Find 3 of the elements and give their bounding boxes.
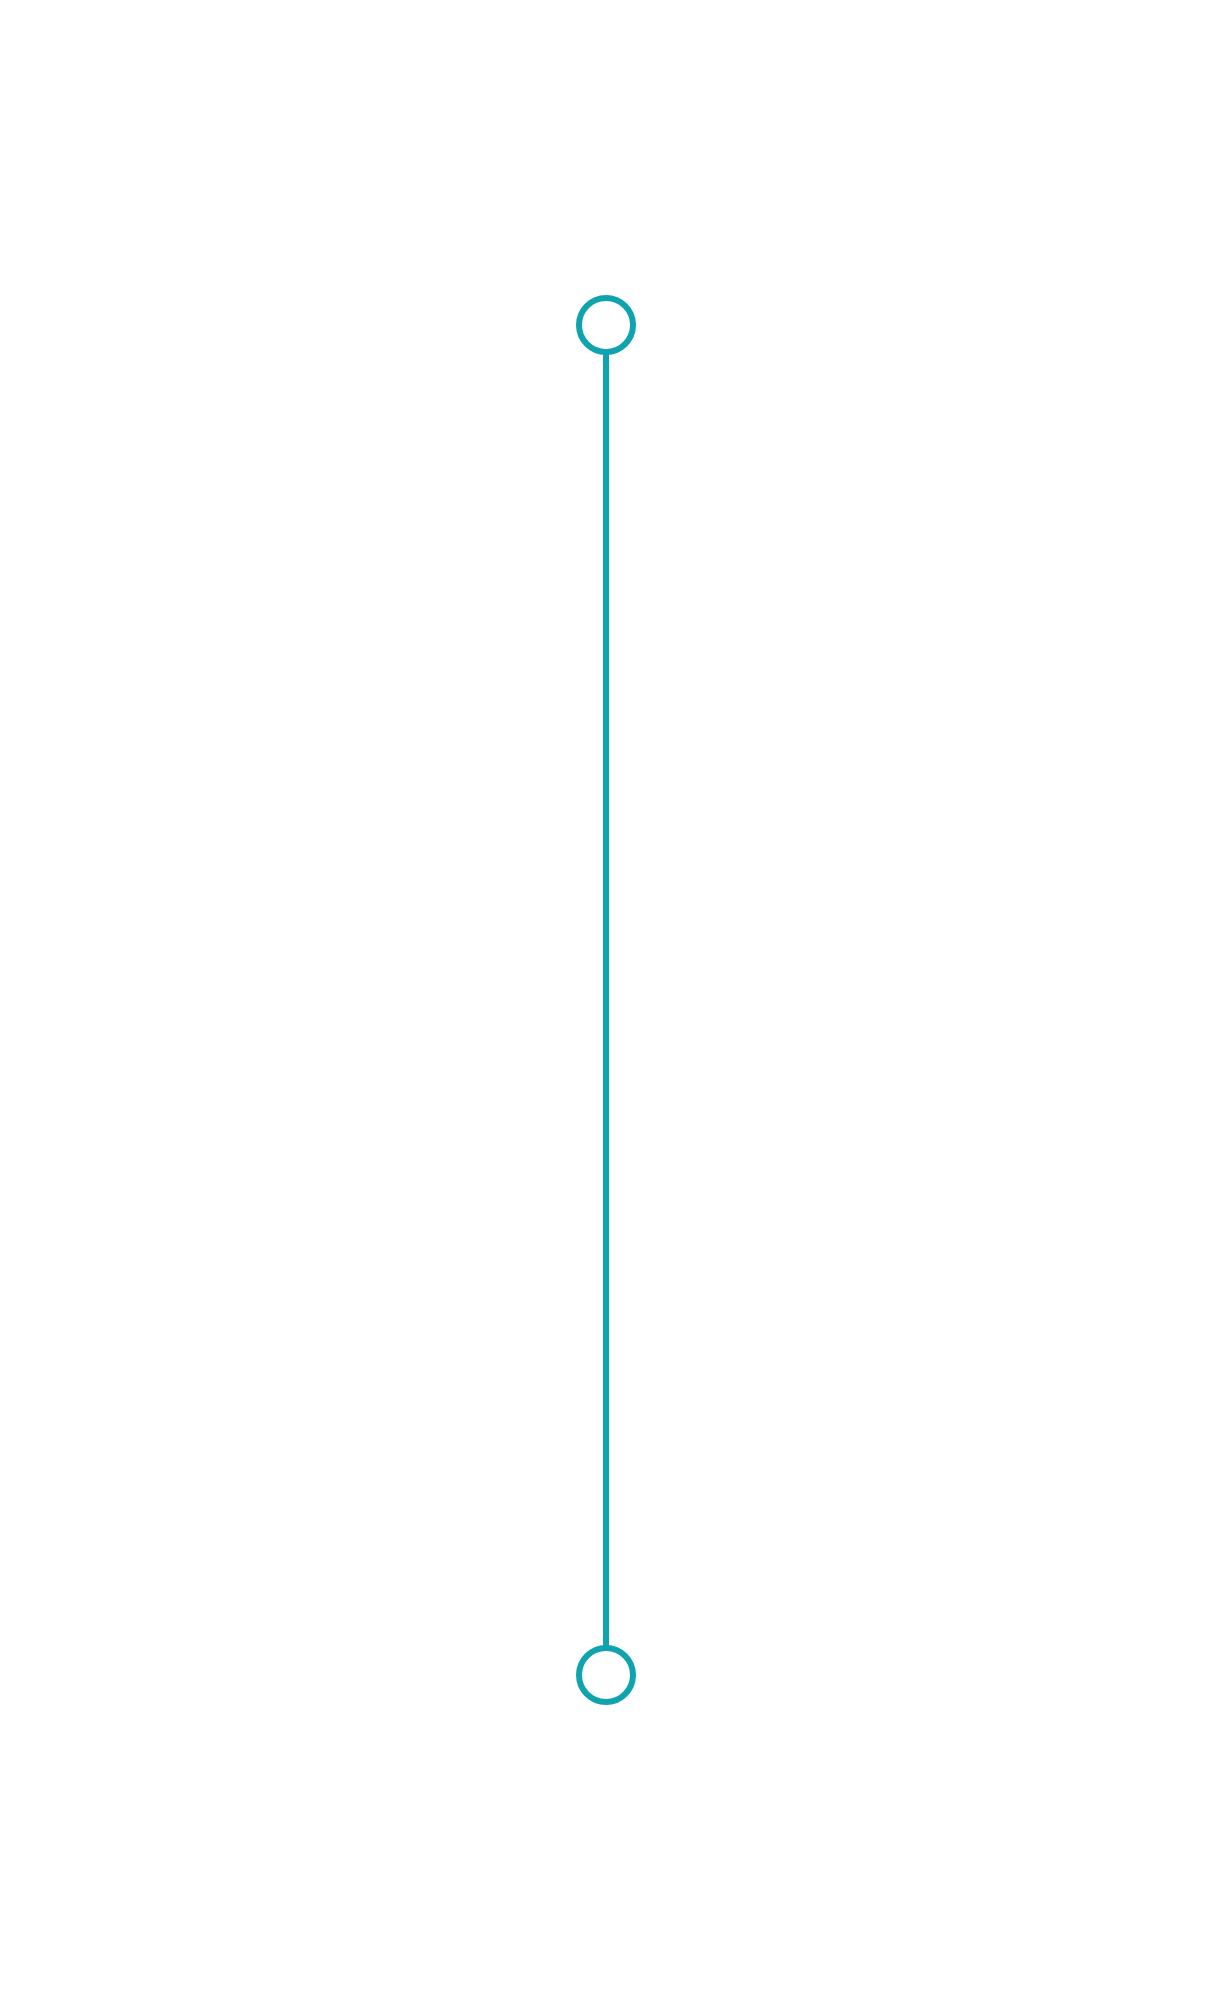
node-circle <box>576 1645 636 1705</box>
node-circle <box>576 295 636 355</box>
connector <box>603 352 609 1648</box>
